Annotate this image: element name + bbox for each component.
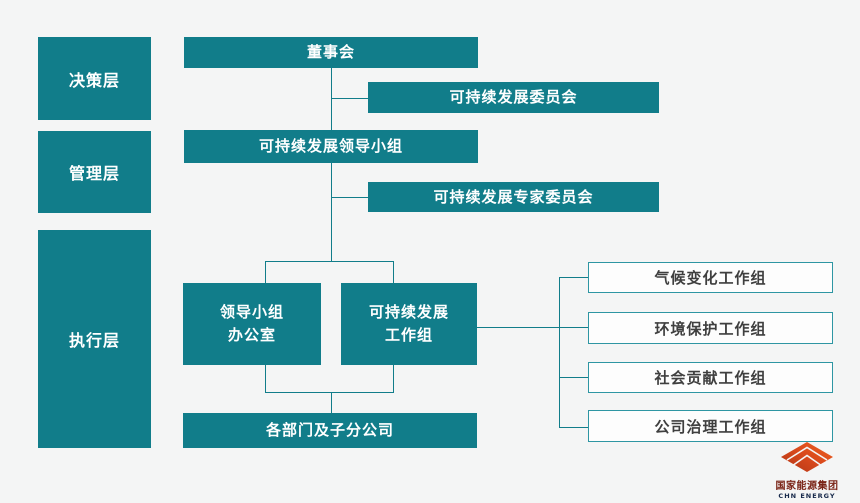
company-logo-name-en: CHN ENERGY bbox=[778, 492, 836, 500]
layer-label-execution: 执行层 bbox=[68, 331, 120, 350]
node-social-working-group: 社会贡献工作组 bbox=[588, 362, 833, 393]
connector-spine-vertical bbox=[559, 277, 560, 427]
layer-box-decision: 决策层 bbox=[38, 37, 151, 120]
connector-stub-working-group-top bbox=[393, 261, 394, 283]
node-governance-working-group: 公司治理工作组 bbox=[588, 410, 833, 442]
node-climate-working-group-label: 气候变化工作组 bbox=[654, 269, 767, 287]
layer-box-execution: 执行层 bbox=[38, 230, 151, 448]
node-sd-working-group-line1: 可持续发展 bbox=[368, 303, 449, 321]
node-sd-expert-committee: 可持续发展专家委员会 bbox=[368, 182, 659, 212]
connector-working-group-to-spine bbox=[477, 327, 588, 328]
node-environment-working-group: 环境保护工作组 bbox=[588, 312, 833, 344]
node-governance-working-group-label: 公司治理工作组 bbox=[654, 417, 767, 436]
connector-split-horizontal-top bbox=[265, 261, 394, 262]
connector-branch-climate bbox=[559, 277, 588, 278]
node-leading-group-office-line1: 领导小组 bbox=[219, 303, 284, 321]
connector-split-horizontal-bottom bbox=[265, 392, 394, 393]
company-logo: 国家能源集团 CHN ENERGY bbox=[772, 442, 842, 500]
node-sd-leading-group-label: 可持续发展领导小组 bbox=[258, 137, 403, 155]
node-leading-group-office-line2: 办公室 bbox=[227, 326, 276, 344]
layer-label-decision: 决策层 bbox=[68, 70, 120, 90]
connector-stub-working-group-bottom bbox=[393, 365, 394, 392]
node-board: 董事会 bbox=[184, 37, 478, 68]
layer-label-management: 管理层 bbox=[68, 164, 120, 183]
node-sd-working-group-line2: 工作组 bbox=[384, 326, 433, 344]
node-sd-working-group: 可持续发展 工作组 bbox=[341, 283, 477, 365]
node-environment-working-group-label: 环境保护工作组 bbox=[654, 319, 767, 338]
node-sd-expert-committee-label: 可持续发展专家委员会 bbox=[433, 187, 594, 206]
connector-branch-social bbox=[559, 377, 588, 378]
node-leading-group-office: 领导小组 办公室 bbox=[183, 283, 321, 365]
node-departments-label: 各部门及子分公司 bbox=[265, 421, 394, 439]
node-sd-committee-label: 可持续发展委员会 bbox=[449, 88, 578, 106]
connector-stub-office-bottom bbox=[265, 365, 266, 392]
connector-board-to-leading-group bbox=[331, 68, 332, 130]
connector-stub-office-top bbox=[265, 261, 266, 283]
connector-branch-governance bbox=[559, 427, 588, 428]
node-climate-working-group: 气候变化工作组 bbox=[588, 262, 833, 293]
connector-branch-sd-committee bbox=[331, 98, 368, 99]
connector-to-departments bbox=[331, 392, 332, 413]
node-sd-committee: 可持续发展委员会 bbox=[368, 82, 659, 113]
chn-energy-emblem-icon bbox=[781, 442, 833, 476]
node-board-label: 董事会 bbox=[306, 43, 355, 61]
company-logo-name-cn: 国家能源集团 bbox=[775, 481, 839, 492]
node-sd-leading-group: 可持续发展领导小组 bbox=[184, 130, 478, 163]
layer-box-management: 管理层 bbox=[38, 131, 151, 213]
connector-leading-group-down bbox=[331, 163, 332, 261]
connector-branch-expert-committee bbox=[331, 197, 368, 198]
node-social-working-group-label: 社会贡献工作组 bbox=[654, 369, 767, 387]
node-departments: 各部门及子分公司 bbox=[183, 413, 477, 448]
